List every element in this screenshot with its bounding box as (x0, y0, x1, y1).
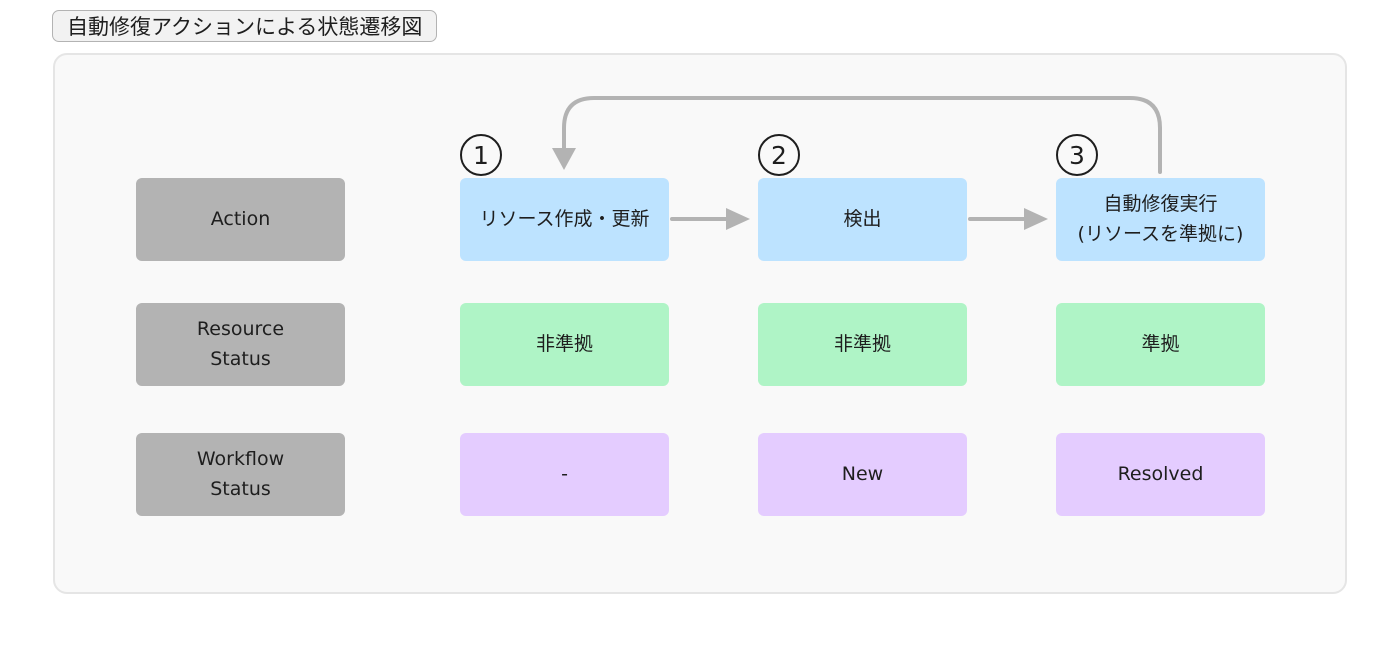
resource-status-box-3: 準拠 (1056, 303, 1265, 386)
row-label-resource-status-line-2: Status (210, 347, 271, 370)
workflow-status-box-2: New (758, 433, 967, 516)
action-box-1: リソース作成・更新 (460, 178, 669, 261)
workflow-status-box-2-text: New (841, 462, 884, 485)
workflow-status-box-3-text: Resolved (1117, 462, 1204, 485)
action-box-2: 検出 (758, 178, 967, 261)
step-number-1: 1 (460, 134, 502, 176)
resource-status-box-1: 非準拠 (460, 303, 669, 386)
row-label-workflow-status-line-1: Workflow (196, 448, 285, 471)
step-number-2: 2 (758, 134, 800, 176)
row-label-action: Action (136, 178, 345, 261)
row-label-workflow-status: Workflow Status (136, 433, 345, 516)
row-label-resource-status-line-1: Resource (196, 318, 285, 341)
row-label-resource-status: Resource Status (136, 303, 345, 386)
resource-status-box-1-text: 非準拠 (535, 332, 593, 355)
resource-status-box-2: 非準拠 (758, 303, 967, 386)
action-box-2-text: 検出 (843, 207, 882, 230)
loop-arrow-step3-to-step1 (552, 96, 1162, 174)
resource-status-box-3-text: 準拠 (1141, 332, 1180, 355)
arrow-step1-to-step2 (670, 208, 750, 230)
action-box-3: 自動修復実行 (リソースを準拠に) (1056, 178, 1265, 261)
action-box-1-text: リソース作成・更新 (479, 207, 650, 230)
row-label-action-text: Action (210, 207, 271, 230)
action-box-3-line-2: (リソースを準拠に) (1077, 222, 1244, 245)
step-number-3: 3 (1056, 134, 1098, 176)
workflow-status-box-1: - (460, 433, 669, 516)
row-label-workflow-status-line-2: Status (210, 477, 271, 500)
workflow-status-box-3: Resolved (1056, 433, 1265, 516)
action-box-3-line-1: 自動修復実行 (1103, 193, 1218, 216)
workflow-status-box-1-text: - (561, 462, 568, 485)
diagram-title: 自動修復アクションによる状態遷移図 (52, 10, 438, 42)
arrow-step2-to-step3 (968, 208, 1048, 230)
resource-status-box-2-text: 非準拠 (833, 332, 891, 355)
